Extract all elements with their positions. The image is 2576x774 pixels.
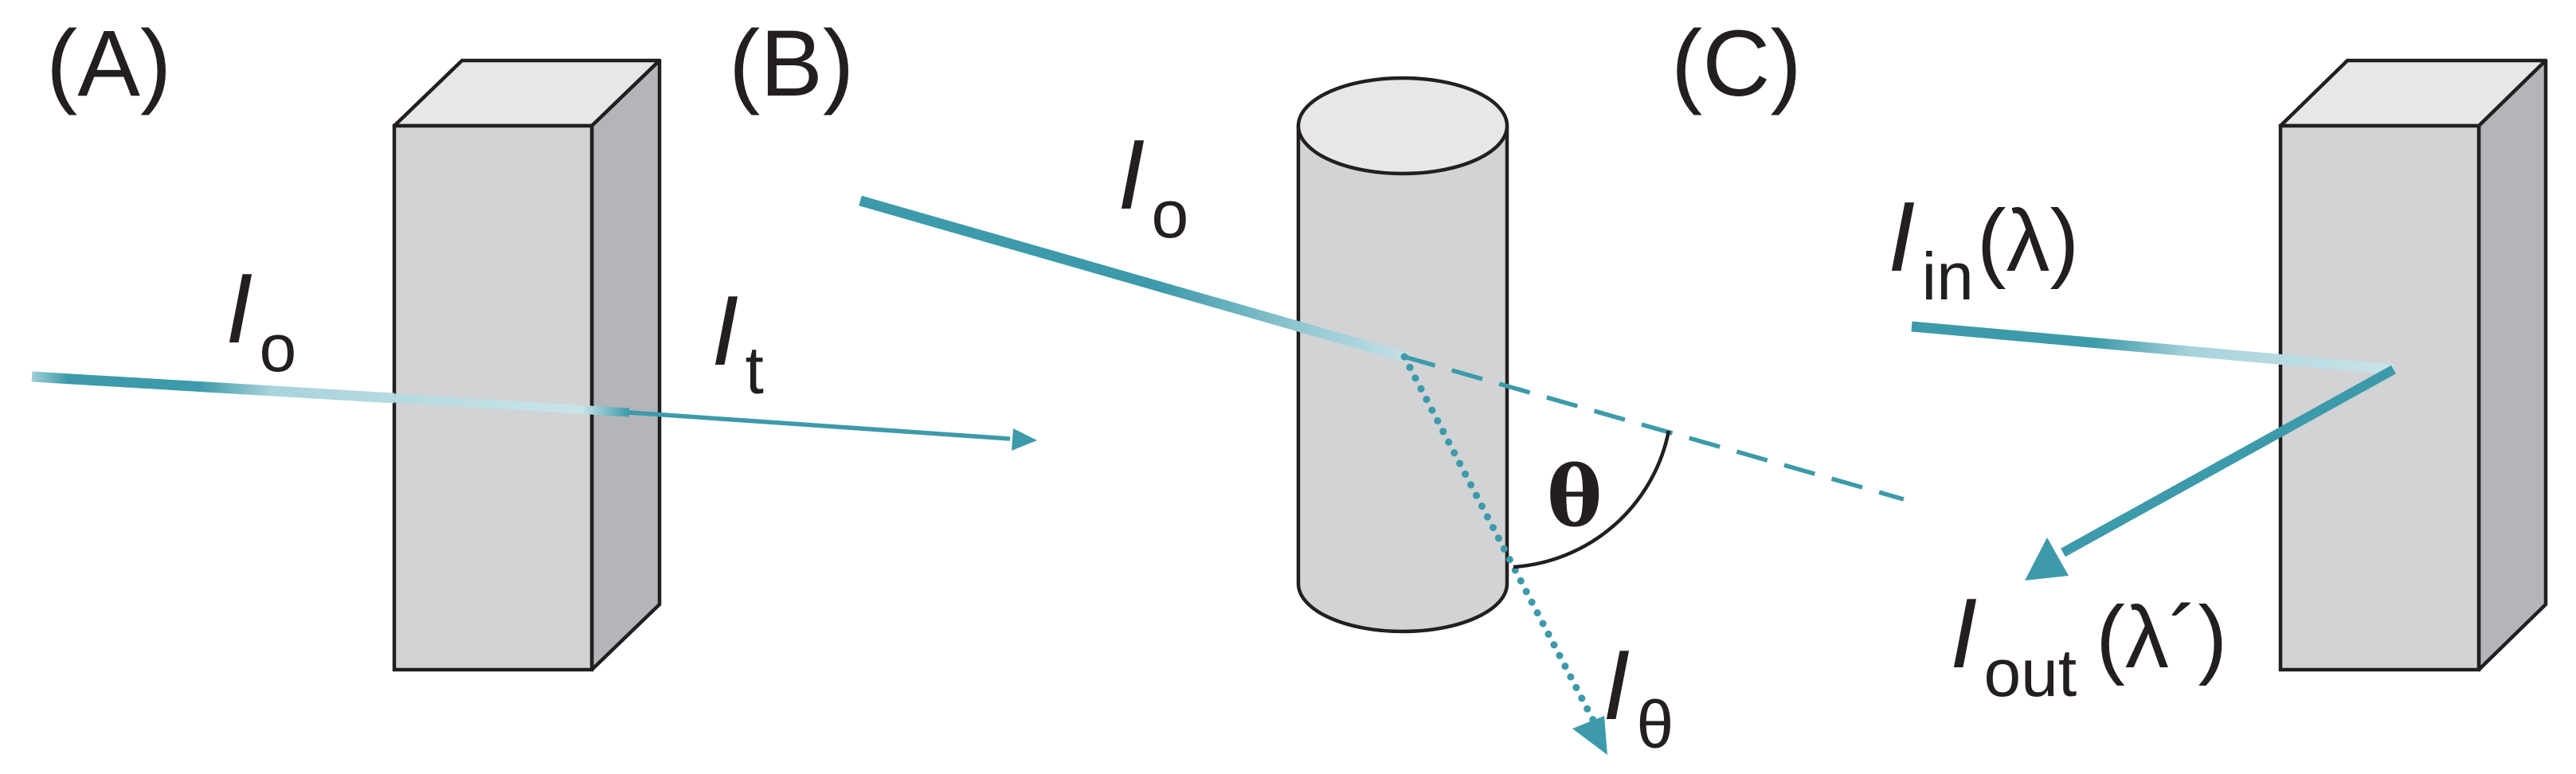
panel-c-label: (C) (1671, 11, 1802, 116)
cylinder-body (1296, 123, 1509, 634)
excitation-intensity-label: Iin(λ) (1888, 182, 2079, 314)
rectangular-sample-block (392, 58, 662, 672)
block-front-face (2278, 123, 2481, 672)
panel-b: (B) θ Io Iθ (729, 11, 1905, 762)
incident-intensity-label: Io (1118, 120, 1188, 252)
incident-intensity-label: Io (225, 254, 296, 385)
scattered-beam-arrowhead (1572, 716, 1607, 755)
block-side-face (2476, 58, 2548, 672)
panel-a-label: (A) (46, 11, 171, 116)
cylindrical-sample-cuvette (1296, 76, 1509, 634)
transmitted-beam (628, 410, 1011, 441)
forward-beam-path-dashed (1403, 354, 1905, 502)
incident-beam (859, 195, 1406, 362)
emission-beam (2061, 365, 2396, 557)
cylinder-top (1296, 76, 1509, 176)
excitation-beam (1911, 321, 2394, 375)
block-side-face (589, 58, 662, 672)
beam-inside-sample (393, 393, 630, 417)
panel-a: (A) Io It (31, 11, 1037, 672)
transmitted-intensity-label: It (711, 276, 764, 408)
scattered-beam-dotted (1400, 353, 1599, 727)
panel-b-label: (B) (729, 11, 854, 116)
incident-beam (31, 371, 395, 404)
emission-beam-arrowhead (2025, 538, 2069, 580)
rectangular-sample-block (2278, 58, 2548, 672)
transmitted-beam-arrowhead (1012, 428, 1037, 451)
scattering-angle-label: θ (1547, 448, 1602, 545)
panel-c: (C) Iin(λ) Iout(λ´) (1671, 11, 2548, 710)
scattered-intensity-label: Iθ (1603, 631, 1674, 762)
scattering-angle-arc (1513, 430, 1671, 569)
emission-intensity-label: Iout(λ´) (1950, 579, 2227, 710)
